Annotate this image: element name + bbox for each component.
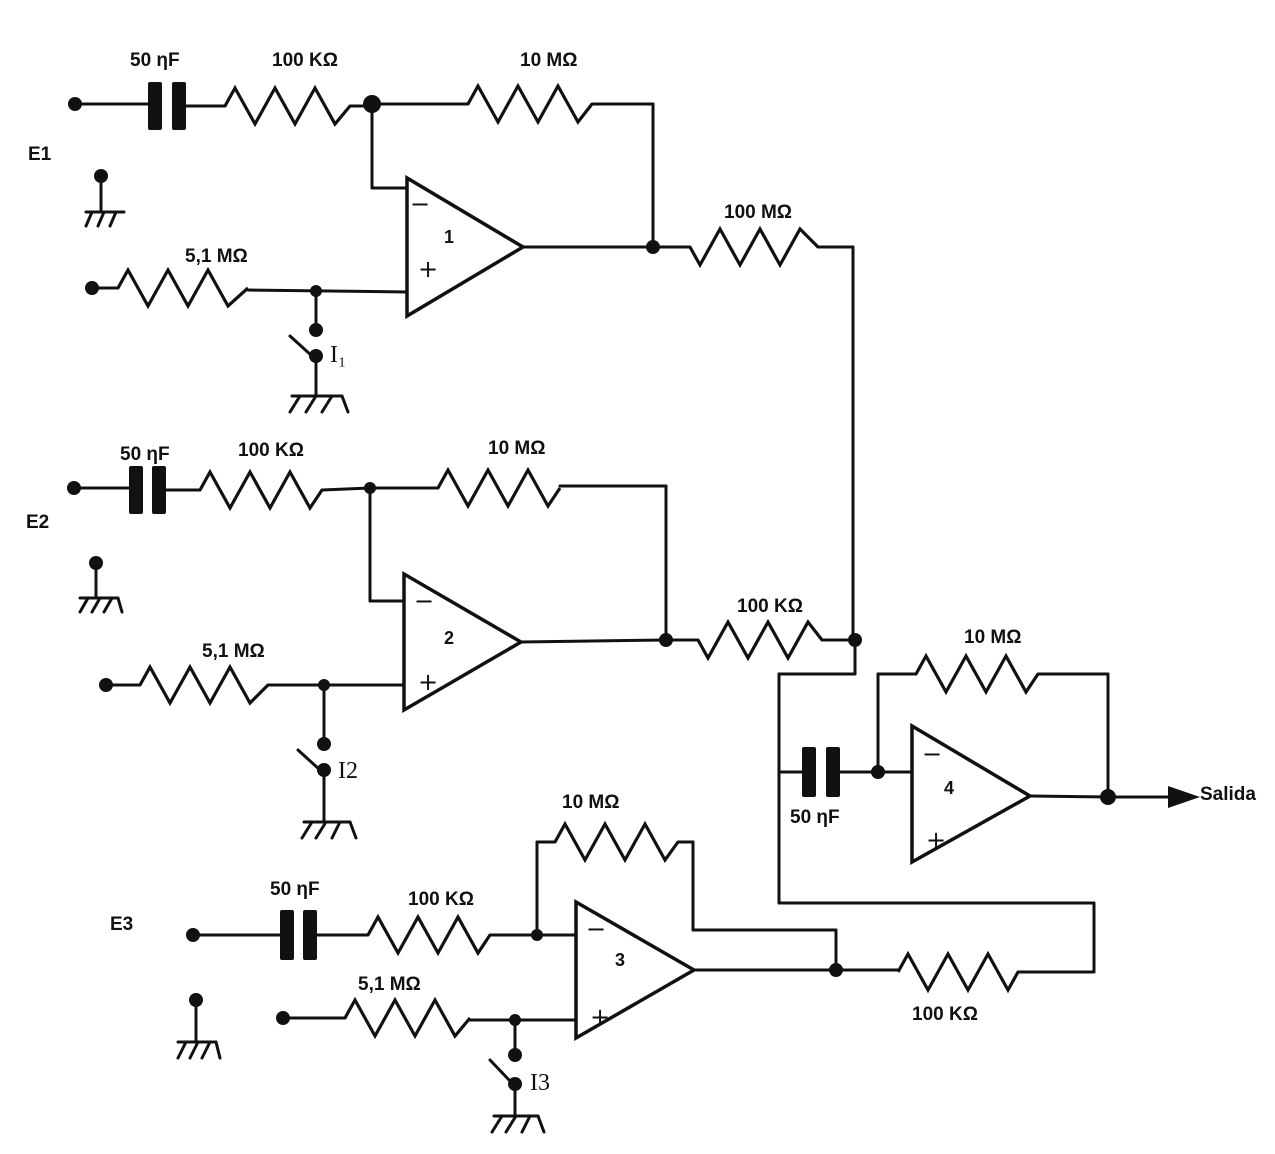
e2-label: E2 [26, 512, 49, 533]
stage-4: 50 ηF 10 MΩ − + 4 Salida [777, 627, 1256, 865]
switch-1-lever [288, 334, 314, 358]
resistor-2-bias-label: 5,1 MΩ [202, 641, 265, 662]
capacitor-2 [129, 466, 166, 514]
resistor-4-feedback [914, 652, 1040, 696]
resistor-3-input-label: 100 KΩ [408, 889, 474, 910]
capacitor-4-label: 50 ηF [790, 807, 840, 828]
resistor-3-input [366, 913, 492, 957]
capacitor-2-label: 50 ηF [120, 444, 170, 465]
op-amp-3-plus: + [590, 1003, 610, 1031]
resistor-3-bias-label: 5,1 MΩ [358, 974, 421, 995]
resistor-2-input-label: 100 KΩ [238, 440, 304, 461]
output-arrow-icon [1168, 786, 1200, 808]
stage-1: E1 50 ηF 100 KΩ 10 MΩ − + 1 100 MΩ [28, 50, 855, 642]
ground-symbol-e2 [78, 596, 124, 614]
resistor-1-output-label: 100 MΩ [724, 202, 792, 223]
resistor-1-bias-label: 5,1 MΩ [185, 246, 248, 267]
ground-symbol-e1 [84, 210, 126, 228]
ground-symbol-i1 [288, 394, 350, 414]
op-amp-4-plus: + [926, 826, 946, 854]
op-amp-3-number: 3 [615, 950, 625, 970]
resistor-1-feedback-label: 10 MΩ [520, 50, 577, 71]
resistor-2-input [198, 468, 324, 512]
switch-2-top-contact [317, 737, 331, 751]
e3-label: E3 [110, 914, 133, 935]
op-amp-1 [405, 174, 527, 320]
resistor-3-feedback-label: 10 MΩ [562, 792, 619, 813]
op-amp-1-number: 1 [444, 227, 454, 247]
resistor-2-feedback-label: 10 MΩ [488, 438, 545, 459]
switch-1-top-contact [309, 323, 323, 337]
switch-3-top-contact [508, 1048, 522, 1062]
resistor-3-bias [343, 996, 472, 1040]
capacitor-1-label: 50 ηF [130, 50, 180, 71]
op-amp-4-number: 4 [944, 778, 954, 798]
resistor-2-feedback [436, 466, 562, 510]
ground-symbol-e3 [176, 1040, 222, 1060]
resistor-1-input-label: 100 KΩ [272, 50, 338, 71]
op-amp-1-minus: − [410, 190, 430, 218]
stage-3: E3 50 ηF 100 KΩ 10 MΩ − + 3 100 KΩ [110, 672, 1096, 1134]
op-amp-4 [910, 722, 1034, 865]
op-amp-4-minus: − [922, 740, 942, 768]
resistor-1-feedback [466, 82, 594, 126]
resistor-1-output [688, 225, 820, 269]
ground-symbol-i2 [300, 820, 358, 840]
op-amp-2-plus: + [418, 668, 438, 696]
output-label: Salida [1200, 784, 1256, 805]
resistor-4-feedback-label: 10 MΩ [964, 627, 1021, 648]
capacitor-3-label: 50 ηF [270, 879, 320, 900]
switch-2-label: I2 [338, 758, 358, 784]
resistor-2-output-label: 100 KΩ [737, 596, 803, 617]
resistor-3-output-label: 100 KΩ [912, 1004, 978, 1025]
switch-2-lever [296, 748, 322, 772]
capacitor-1 [148, 82, 186, 130]
capacitor-4 [802, 747, 840, 797]
op-amp-1-plus: + [418, 255, 438, 283]
stage-2: E2 50 ηF 100 KΩ 10 MΩ − + 2 100 KΩ 5,1 [26, 438, 862, 840]
e1-input-terminal [68, 97, 82, 111]
resistor-3-output [896, 950, 1020, 994]
resistor-2-output [696, 618, 824, 662]
capacitor-3 [280, 910, 317, 960]
resistor-1-bias [116, 266, 250, 310]
op-amp-2-minus: − [414, 587, 434, 615]
switch-1-label: I₁ [330, 342, 346, 368]
resistor-3-feedback [553, 820, 680, 864]
switch-3-lever [488, 1058, 513, 1084]
op-amp-2 [402, 570, 525, 714]
resistor-2-bias [138, 663, 270, 707]
resistor-1-input [223, 84, 352, 128]
op-amp-3 [574, 898, 698, 1042]
ground-symbol-i3 [490, 1114, 546, 1134]
op-amp-2-number: 2 [444, 628, 454, 648]
e1-label: E1 [28, 144, 52, 165]
op-amp-3-minus: − [586, 915, 606, 943]
switch-3-label: I3 [530, 1070, 550, 1096]
